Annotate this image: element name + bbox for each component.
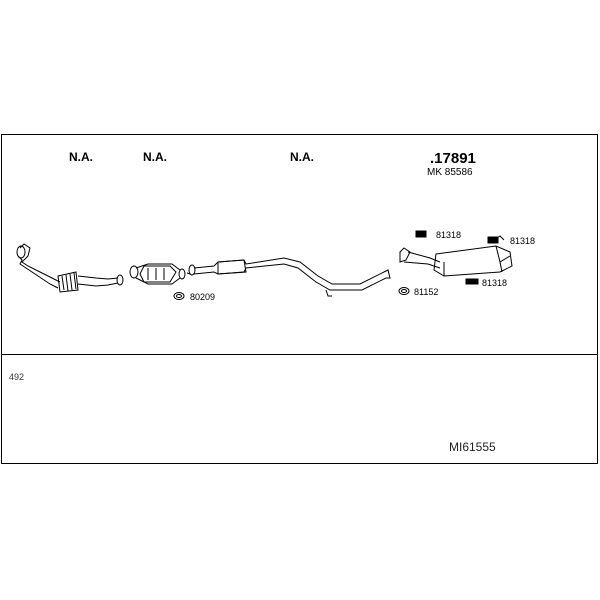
diagram-divider [1,354,598,355]
header-part-number: .17891 [430,150,476,167]
rubber-hanger-icon [487,236,499,244]
header-col1-label: N.A. [69,150,93,164]
rubber-hanger-icon [465,278,479,285]
mount-parts-drawing [173,287,410,300]
footer-code: 492 [9,372,25,382]
part-label-81318-right: 81318 [510,236,536,246]
header-part-subnumber: MK 85586 [427,167,473,178]
part-label-81152: 81152 [414,287,439,297]
catalytic-converter-drawing [129,263,186,285]
part-label-81318-top: 81318 [436,230,462,240]
kit-number: MI61555 [449,440,496,454]
diagram-frame [1,134,598,464]
part-label-80209: 80209 [190,292,216,302]
header-col3-label: N.A. [290,150,314,164]
rubber-hanger-icon [415,230,427,238]
rear-silencer-drawing [399,235,513,277]
header-col2-label: N.A. [143,150,167,164]
part-label-81318-bottom: 81318 [482,278,508,288]
center-pipe-drawing [188,257,391,297]
connector-line [186,272,191,275]
front-pipe-drawing [16,243,124,293]
